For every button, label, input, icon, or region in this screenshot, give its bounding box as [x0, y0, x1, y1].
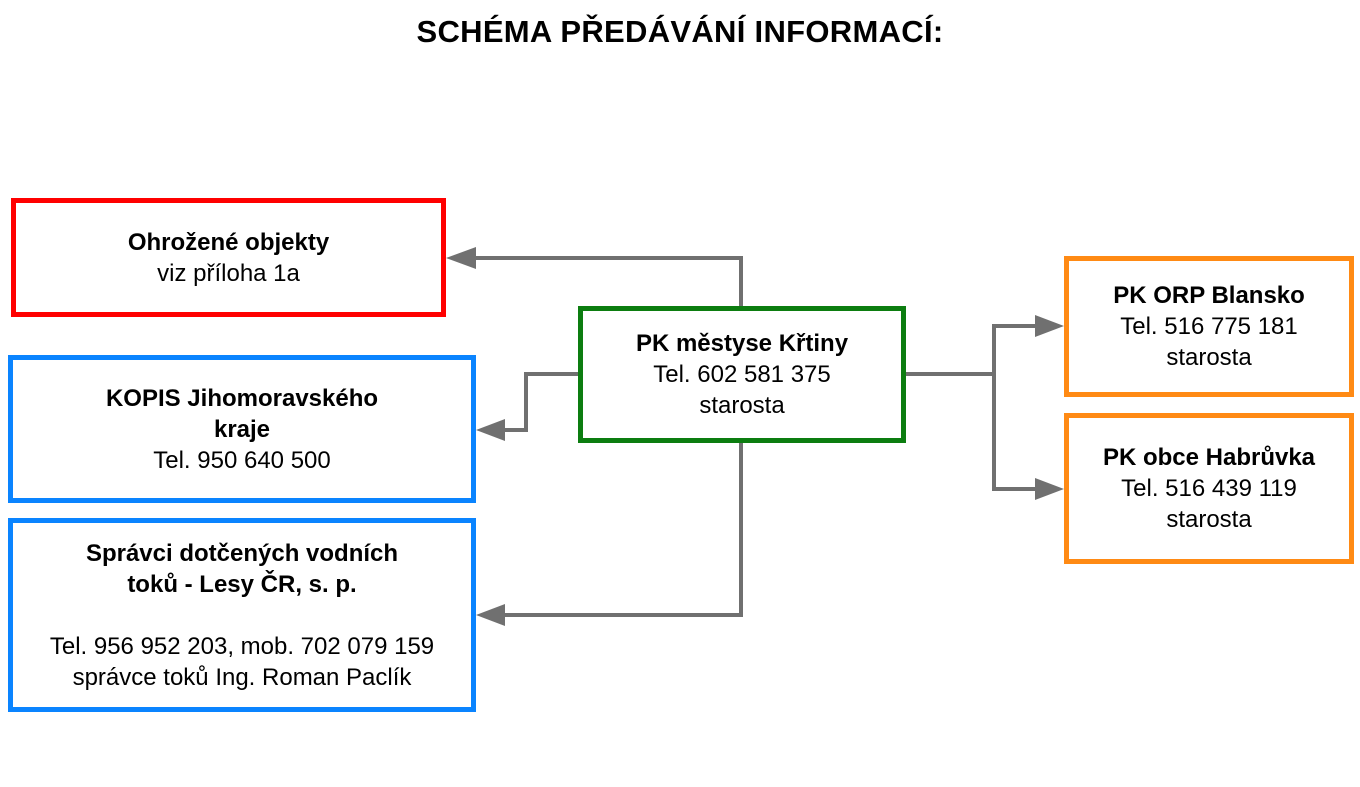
- node-kopis-name-line1: KOPIS Jihomoravského: [105, 384, 379, 412]
- node-center-krtiny: PK městyse Křtiny Tel. 602 581 375 staro…: [578, 306, 906, 443]
- node-habruvka-name: PK obce Habrůvka: [1102, 444, 1316, 471]
- node-water-contact: správce toků Ing. Roman Paclík: [72, 663, 412, 691]
- node-orp-role: starosta: [1166, 344, 1252, 371]
- page-title: SCHÉMA PŘEDÁVÁNÍ INFORMACÍ:: [416, 14, 944, 49]
- node-center-role: starosta: [699, 392, 785, 419]
- edge-center-to-orp: [906, 324, 1035, 376]
- arrowhead-threatened: [446, 247, 476, 269]
- node-water-phone: Tel. 956 952 203, mob. 702 079 159: [49, 632, 435, 660]
- node-habruvka-role: starosta: [1166, 506, 1252, 533]
- node-habruvka-phone: Tel. 516 439 119: [1121, 475, 1297, 502]
- arrowhead-water: [476, 604, 505, 626]
- node-habruvka: PK obce Habrůvka Tel. 516 439 119 staros…: [1064, 413, 1354, 564]
- arrowhead-orp: [1035, 315, 1064, 337]
- arrowhead-kopis: [476, 419, 505, 441]
- node-orp-phone: Tel. 516 775 181: [1120, 313, 1298, 340]
- edge-center-to-threatened: [476, 256, 743, 306]
- node-center-name: PK městyse Křtiny: [635, 330, 849, 357]
- node-orp-name: PK ORP Blansko: [1113, 282, 1305, 309]
- node-threatened-objects: Ohrožené objekty viz příloha 1a: [11, 198, 446, 317]
- node-orp-blansko: PK ORP Blansko Tel. 516 775 181 starosta: [1064, 256, 1354, 397]
- edge-center-to-water: [505, 443, 743, 617]
- node-water-managers: Správci dotčených vodních toků - Lesy ČR…: [8, 518, 476, 712]
- arrowhead-habruvka: [1035, 478, 1064, 500]
- node-kopis-phone: Tel. 950 640 500: [153, 446, 331, 474]
- node-center-phone: Tel. 602 581 375: [653, 361, 831, 388]
- node-kopis-name-line2: kraje: [213, 415, 271, 443]
- edge-center-to-kopis: [505, 372, 578, 432]
- edge-center-to-habruvka: [992, 374, 1035, 491]
- node-threatened-name: Ohrožené objekty: [127, 228, 330, 256]
- node-kopis: KOPIS Jihomoravského kraje Tel. 950 640 …: [8, 355, 476, 503]
- node-water-name-line2: toků - Lesy ČR, s. p.: [127, 570, 357, 598]
- node-threatened-note: viz příloha 1a: [157, 259, 300, 287]
- node-water-name-line1: Správci dotčených vodních: [85, 539, 399, 567]
